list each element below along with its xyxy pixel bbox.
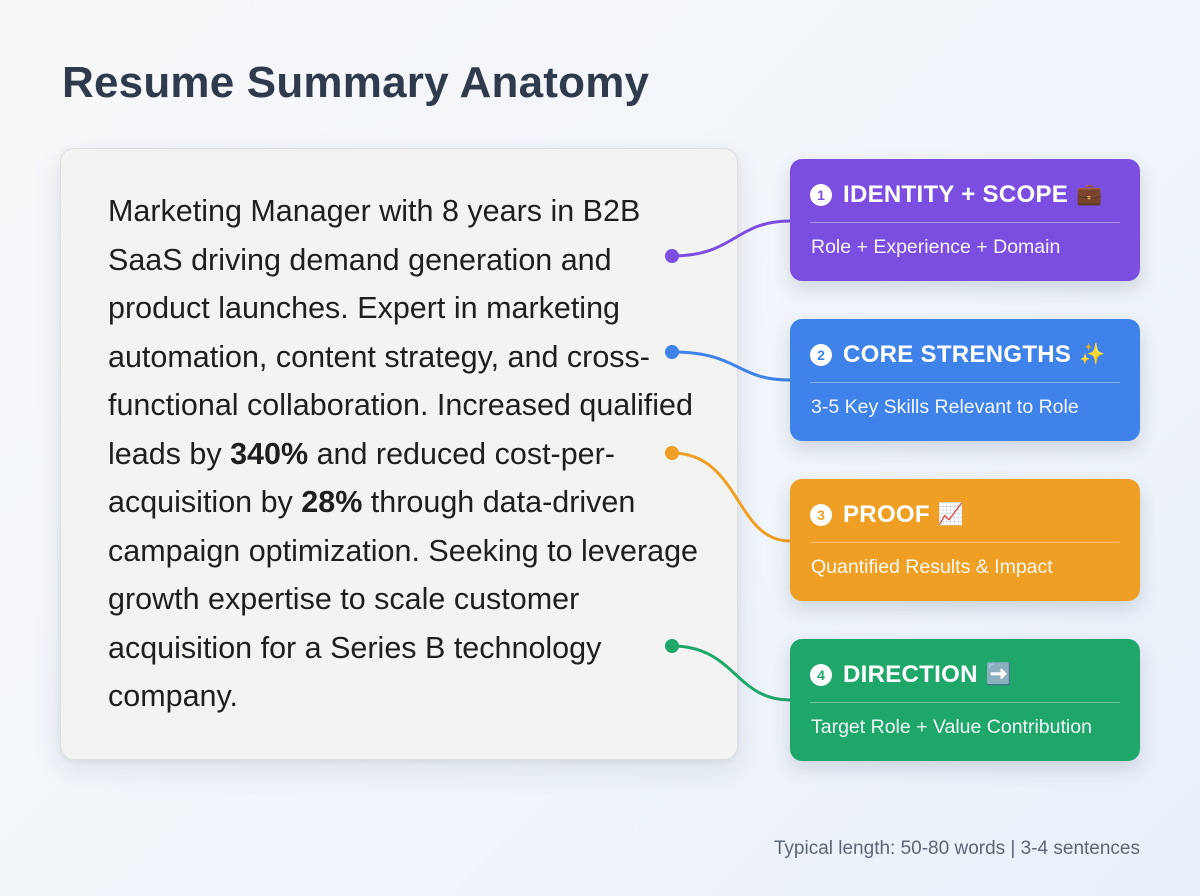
callout-title: PROOF: [843, 501, 930, 528]
callout-divider: [810, 702, 1120, 703]
summary-part: Marketing Manager with 8 years in B2B Sa…: [108, 194, 693, 471]
callout-core-strengths: 2 CORE STRENGTHS ✨ 3-5 Key Skills Releva…: [790, 319, 1140, 441]
step-number-badge: 1: [810, 184, 832, 206]
summary-part: and reduced cost-per-acquisition by: [108, 436, 615, 520]
summary-card: Marketing Manager with 8 years in B2B Sa…: [60, 148, 738, 760]
chart-increasing-icon: 📈: [937, 503, 964, 526]
step-number-badge: 4: [810, 664, 832, 686]
summary-highlight-cpa: 28%: [301, 485, 363, 519]
callout-subtitle: Role + Experience + Domain: [811, 236, 1061, 258]
footnote-length: Typical length: 50-80 words | 3-4 senten…: [773, 838, 1140, 859]
right-arrow-icon: ➡️: [985, 663, 1012, 686]
page-title: Resume Summary Anatomy: [62, 58, 650, 107]
callout-subtitle: Target Role + Value Contribution: [811, 716, 1092, 738]
step-number-badge: 2: [810, 344, 832, 366]
summary-text: Marketing Manager with 8 years in B2B Sa…: [108, 187, 698, 721]
callout-identity-scope: 1 IDENTITY + SCOPE 💼 Role + Experience +…: [790, 159, 1140, 281]
callout-subtitle: Quantified Results & Impact: [811, 556, 1053, 578]
step-number-badge: 3: [810, 504, 832, 526]
callout-direction: 4 DIRECTION ➡️ Target Role + Value Contr…: [790, 639, 1140, 761]
callout-proof: 3 PROOF 📈 Quantified Results & Impact: [790, 479, 1140, 601]
summary-part: through data-driven campaign optimizatio…: [108, 485, 699, 713]
callout-title: DIRECTION: [843, 661, 978, 688]
callout-title: IDENTITY + SCOPE: [843, 181, 1069, 208]
callout-title: CORE STRENGTHS: [843, 341, 1072, 368]
briefcase-icon: 💼: [1076, 183, 1103, 206]
sparkles-icon: ✨: [1079, 343, 1106, 366]
callout-divider: [810, 222, 1120, 223]
callout-divider: [810, 542, 1120, 543]
callout-subtitle: 3-5 Key Skills Relevant to Role: [811, 396, 1079, 418]
callout-divider: [810, 382, 1120, 383]
summary-highlight-leads: 340%: [230, 436, 309, 471]
